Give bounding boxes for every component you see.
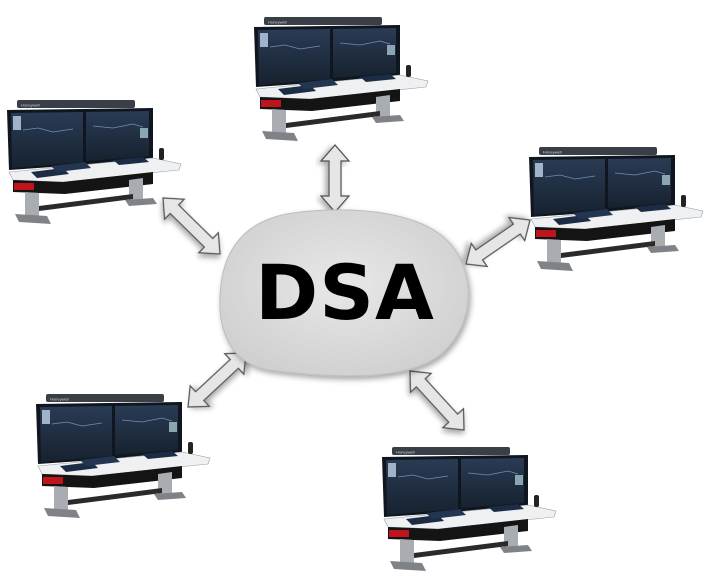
console-brand-logo: Honeywell xyxy=(543,150,562,155)
console-brand-logo: Honeywell xyxy=(396,450,415,455)
consoles: HoneywellHoneywellHoneywellHoneywellHone… xyxy=(6,16,704,572)
console-brand-logo: Honeywell xyxy=(21,103,40,108)
dsa-hub-shape xyxy=(219,209,469,377)
console-brand-logo: Honeywell xyxy=(50,397,69,402)
console-brand-logo: Honeywell xyxy=(268,20,287,25)
connection-arrows xyxy=(162,144,531,431)
control-console-lower-right xyxy=(381,446,557,572)
double-arrow-lower-right xyxy=(409,370,465,431)
double-arrow-upper-left xyxy=(162,197,221,255)
double-arrow-right xyxy=(465,216,531,268)
control-console-lower-left xyxy=(35,393,211,519)
control-console-top xyxy=(253,16,429,142)
control-console-upper-left xyxy=(6,99,182,225)
control-console-right xyxy=(528,146,704,272)
double-arrow-top xyxy=(319,144,351,213)
dsa-hub-label: DSA xyxy=(255,248,435,337)
